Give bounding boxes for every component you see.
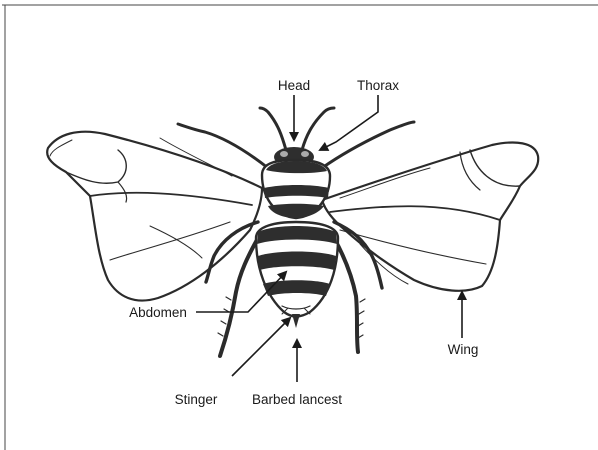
label-thorax: Thorax (357, 78, 399, 93)
antennae (260, 108, 334, 150)
label-abdomen: Abdomen (129, 305, 187, 320)
bee-stinger (292, 314, 300, 328)
label-head: Head (278, 78, 310, 93)
label-wing: Wing (448, 342, 479, 357)
thorax-pointer (320, 95, 378, 150)
label-barbed-lancest: Barbed lancest (252, 392, 342, 407)
left-wing (47, 132, 262, 301)
right-wing (322, 143, 538, 291)
bee-body (256, 147, 338, 328)
label-stinger: Stinger (175, 392, 218, 407)
stinger-pointer (232, 318, 290, 376)
